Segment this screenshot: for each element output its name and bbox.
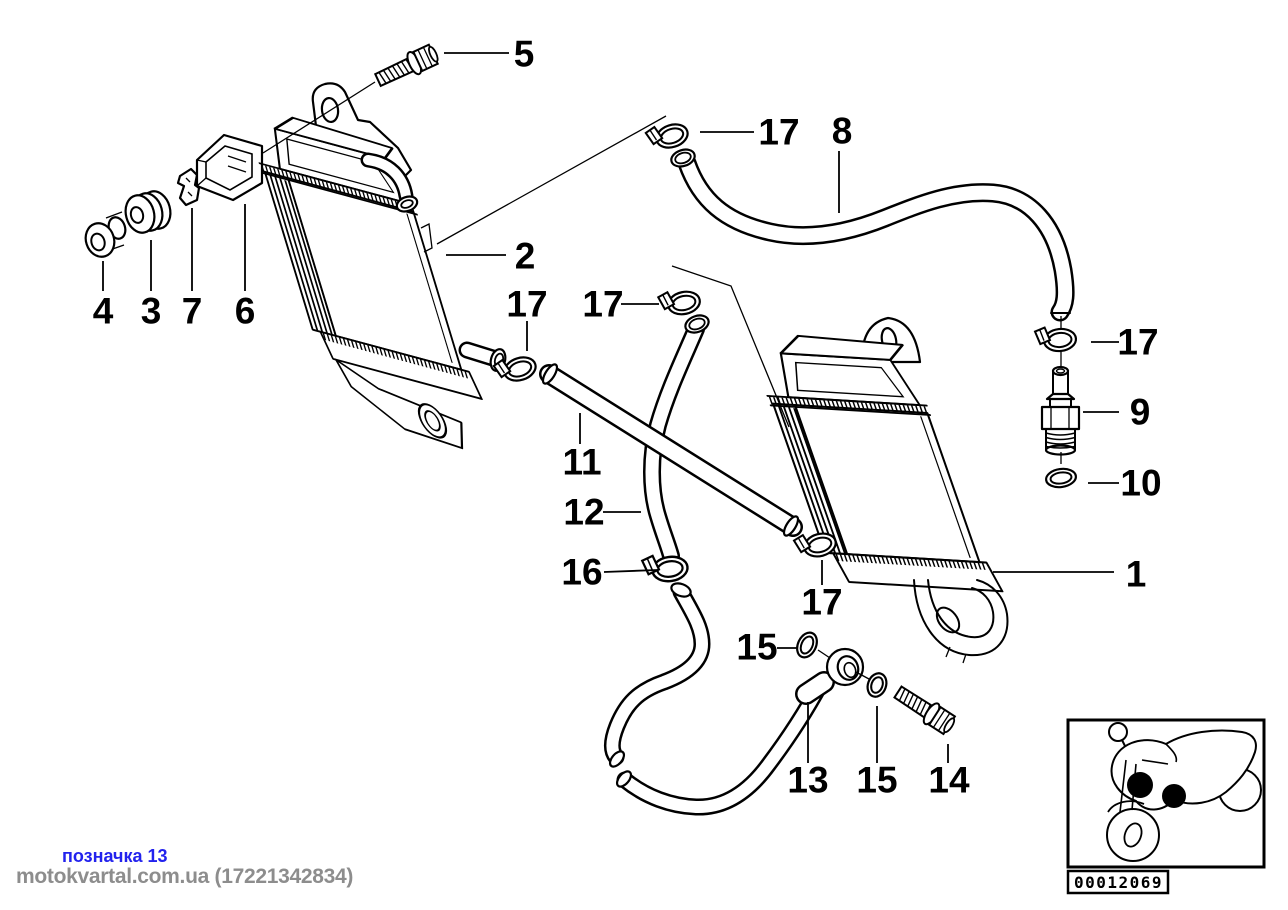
plug-grommet-4 xyxy=(84,211,127,258)
note-text: позначка 13 xyxy=(62,846,168,866)
callout-17-d: 17 xyxy=(1117,322,1158,363)
clamp-17-a xyxy=(643,116,692,155)
callout-8: 8 xyxy=(832,111,853,152)
bolt-5 xyxy=(371,41,443,92)
o-ring-10 xyxy=(1044,467,1078,489)
callout-3: 3 xyxy=(141,291,162,332)
callout-17-e: 17 xyxy=(801,582,842,623)
clamp-17-b xyxy=(656,284,704,320)
callout-labels: 5 17 8 2 17 17 4 3 7 6 17 9 10 11 12 16 … xyxy=(93,34,1162,801)
clamp-17-e xyxy=(1033,323,1079,355)
oil-cooler-2 xyxy=(258,82,507,450)
callout-13: 13 xyxy=(787,760,828,801)
callout-4: 4 xyxy=(93,291,114,332)
o-ring-15-a xyxy=(796,631,818,659)
callout-10: 10 xyxy=(1120,463,1161,504)
hose-13 xyxy=(603,582,865,816)
callout-16: 16 xyxy=(561,552,602,593)
diagram-code: 00012069 xyxy=(1074,873,1163,892)
callout-17-a: 17 xyxy=(758,112,799,153)
callout-6: 6 xyxy=(235,291,256,332)
hose-8 xyxy=(670,148,1075,322)
callout-2: 2 xyxy=(515,236,536,277)
callout-5: 5 xyxy=(514,34,535,75)
leader-lines xyxy=(102,52,1119,763)
callout-17-b: 17 xyxy=(506,284,547,325)
oil-cooler-1 xyxy=(766,316,1009,664)
callout-15-a: 15 xyxy=(736,627,777,668)
callout-11: 11 xyxy=(562,442,601,483)
callout-1: 1 xyxy=(1126,554,1147,595)
model-thumbnail: 00012069 xyxy=(1066,718,1266,895)
hose-12 xyxy=(643,314,710,565)
callout-12: 12 xyxy=(563,492,604,533)
bracket-6 xyxy=(195,133,264,202)
callout-9: 9 xyxy=(1130,392,1151,433)
banjo-bolt-14 xyxy=(890,680,960,738)
o-ring-15-b xyxy=(866,672,888,698)
watermark-text: motokvartal.com.ua (17221342834) xyxy=(16,865,354,888)
motorcycle-icon xyxy=(1106,722,1262,862)
clip-7 xyxy=(176,167,201,207)
callout-14: 14 xyxy=(928,760,970,801)
rubber-mount-3 xyxy=(124,190,172,234)
callout-15-b: 15 xyxy=(856,760,897,801)
callout-7: 7 xyxy=(182,291,203,332)
callout-17-c: 17 xyxy=(582,284,623,325)
fitting-9 xyxy=(1040,365,1081,456)
hose-11 xyxy=(539,363,803,537)
